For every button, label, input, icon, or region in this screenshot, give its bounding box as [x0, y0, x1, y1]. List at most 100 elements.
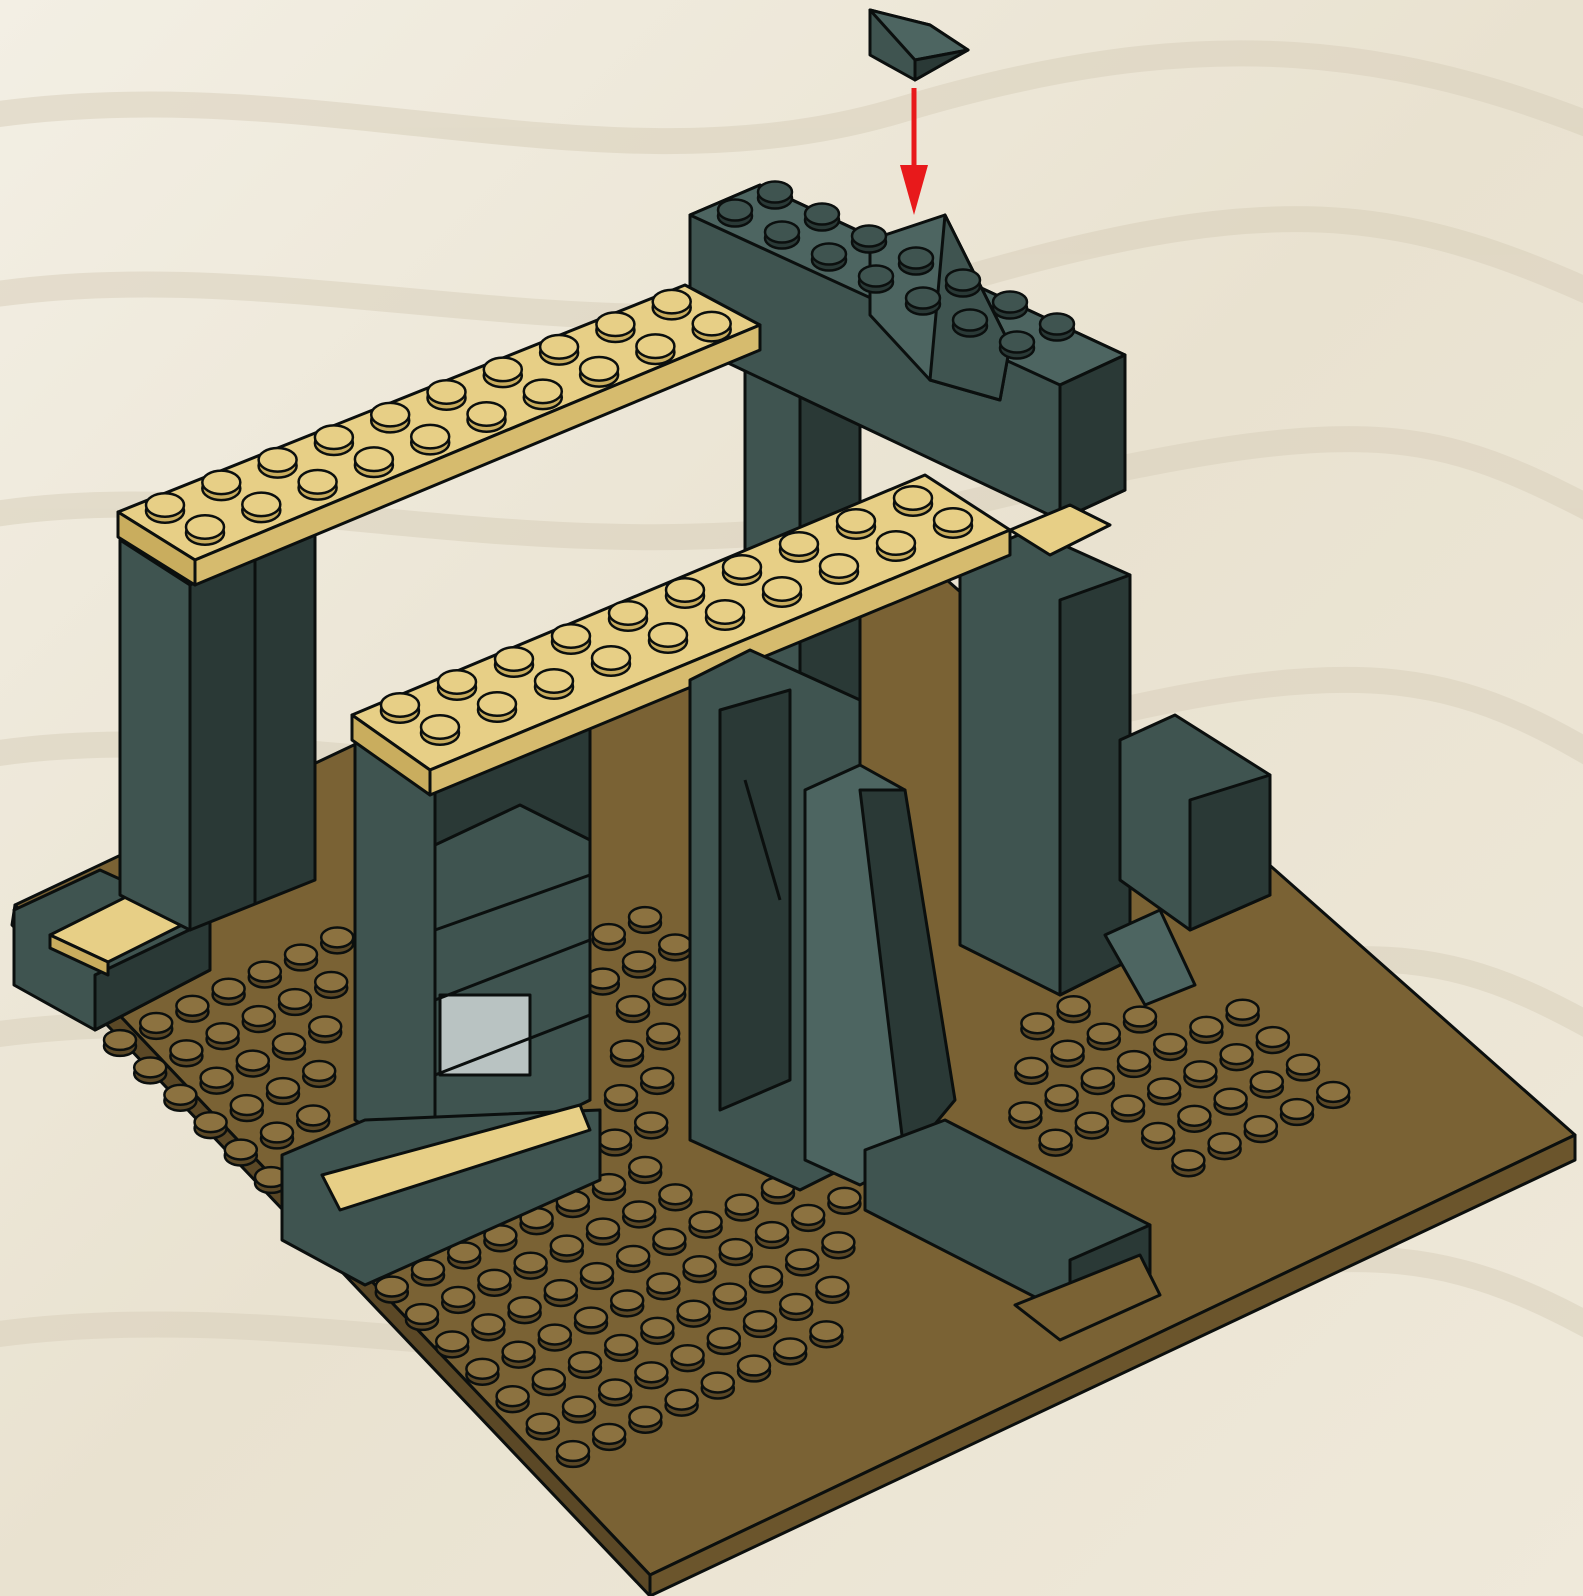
stud-top: [1251, 1072, 1283, 1092]
stud-top: [636, 334, 674, 358]
stud-top: [468, 402, 506, 426]
stud-top: [1124, 1007, 1156, 1027]
stud-top: [1317, 1082, 1349, 1102]
stud-top: [635, 1112, 667, 1132]
stud-top: [259, 448, 297, 472]
stud-top: [1287, 1055, 1319, 1075]
stud-top: [702, 1373, 734, 1393]
stud-top: [527, 1414, 559, 1434]
stud-top: [718, 199, 752, 220]
stud-top: [599, 1379, 631, 1399]
stud-top: [993, 291, 1027, 312]
stud-top: [859, 265, 893, 286]
stud-top: [478, 1270, 510, 1290]
stud-top: [524, 380, 562, 404]
stud-top: [611, 1290, 643, 1310]
stud-top: [1052, 1041, 1084, 1061]
pillar-left: [120, 530, 315, 930]
stud-top: [186, 515, 224, 539]
stud-top: [442, 1287, 474, 1307]
stud-top: [596, 312, 634, 336]
stud-top: [666, 1390, 698, 1410]
stud-top: [315, 425, 353, 449]
stud-top: [635, 1362, 667, 1382]
stud-top: [497, 1386, 529, 1406]
stud-top: [599, 1130, 631, 1150]
stud-top: [170, 1040, 202, 1060]
stud-top: [756, 1222, 788, 1242]
stud-top: [1142, 1123, 1174, 1143]
stud-top: [1148, 1078, 1180, 1098]
stud-top: [279, 989, 311, 1009]
stud-top: [1021, 1013, 1053, 1033]
stud-top: [237, 1051, 269, 1071]
stud-top: [303, 1061, 335, 1081]
stud-top: [563, 1397, 595, 1417]
stud-top: [723, 555, 761, 579]
stud-top: [708, 1328, 740, 1348]
stud-top: [611, 1041, 643, 1061]
stud-top: [1112, 1096, 1144, 1116]
stud-top: [946, 269, 980, 290]
stud-top: [371, 403, 409, 427]
stud-top: [587, 969, 619, 989]
stud-top: [1118, 1051, 1150, 1071]
stud-top: [765, 221, 799, 242]
stud-top: [267, 1078, 299, 1098]
stud-top: [758, 181, 792, 202]
stud-top: [1040, 313, 1074, 334]
stud-top: [1172, 1150, 1204, 1170]
stud-top: [812, 243, 846, 264]
stud-top: [285, 945, 317, 965]
stud-top: [243, 1006, 275, 1026]
stud-top: [894, 486, 932, 510]
stud-top: [231, 1095, 263, 1115]
stud-top: [1221, 1044, 1253, 1064]
stud-top: [515, 1253, 547, 1273]
stud-top: [816, 1277, 848, 1297]
stud-top: [472, 1314, 504, 1334]
stud-top: [653, 1229, 685, 1249]
stud-top: [436, 1331, 468, 1351]
stud-top: [261, 1123, 293, 1143]
stud-top: [617, 996, 649, 1016]
stud-top: [623, 952, 655, 972]
stud-top: [315, 972, 347, 992]
stud-top: [738, 1356, 770, 1376]
stud-top: [225, 1140, 257, 1160]
stud-top: [647, 1273, 679, 1293]
stud-top: [321, 927, 353, 947]
stud-top: [1281, 1099, 1313, 1119]
stud-top: [906, 287, 940, 308]
stud-top: [533, 1369, 565, 1389]
stud-top: [309, 1016, 341, 1036]
stud-top: [593, 924, 625, 944]
stud-top: [617, 1246, 649, 1266]
stud-top: [641, 1068, 673, 1088]
stud-top: [678, 1301, 710, 1321]
stud-top: [828, 1188, 860, 1208]
stud-top: [535, 669, 573, 693]
stud-top: [207, 1023, 239, 1043]
stud-top: [201, 1068, 233, 1088]
stud-top: [1178, 1106, 1210, 1126]
stud-top: [726, 1195, 758, 1215]
stud-top: [1040, 1130, 1072, 1150]
stud-top: [605, 1085, 637, 1105]
stud-top: [786, 1249, 818, 1269]
stud-top: [176, 996, 208, 1016]
stud-top: [438, 670, 476, 694]
stud-top: [1227, 1000, 1259, 1020]
stud-top: [1082, 1068, 1114, 1088]
stud-top: [273, 1034, 305, 1054]
stud-top: [672, 1345, 704, 1365]
stud-top: [539, 1325, 571, 1345]
stud-top: [690, 1212, 722, 1232]
stud-top: [466, 1359, 498, 1379]
stud-top: [609, 601, 647, 625]
stud-top: [1215, 1089, 1247, 1109]
stud-top: [647, 1023, 679, 1043]
stud-top: [484, 358, 522, 382]
stud-top: [649, 623, 687, 647]
